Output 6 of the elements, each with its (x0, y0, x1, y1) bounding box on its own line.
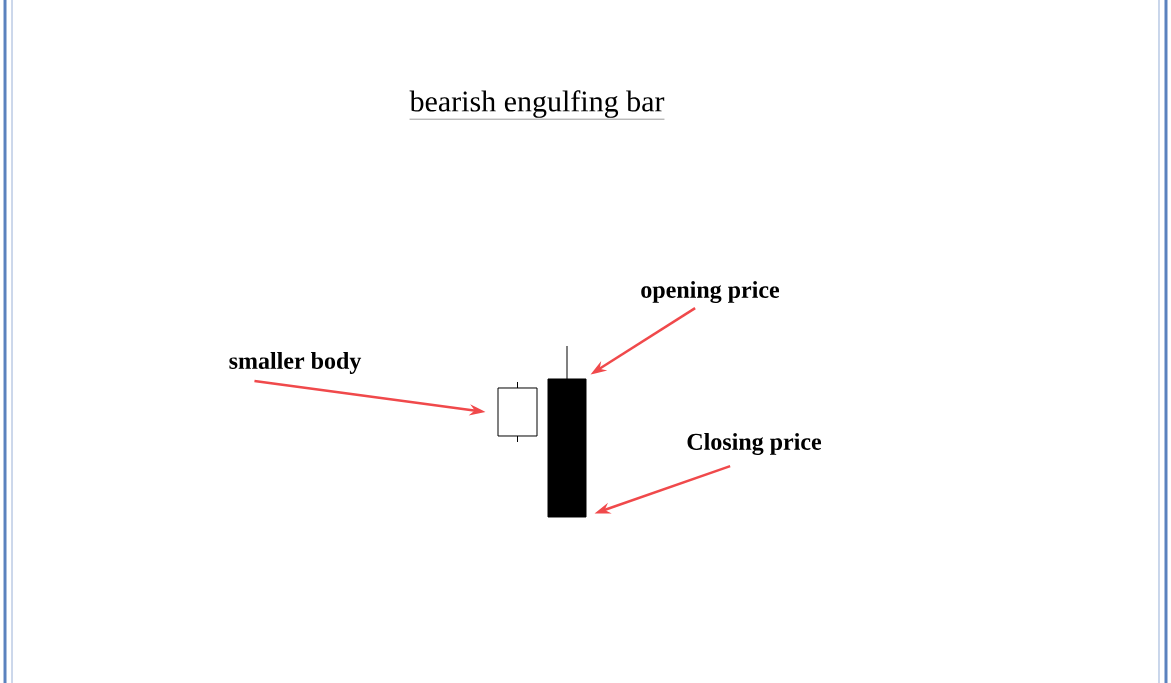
label-text: smaller body (229, 352, 362, 374)
label-text: opening price (641, 281, 780, 303)
title: bearish engulfing bar (409, 90, 665, 120)
candlestick (547, 345, 587, 518)
label-text: Closing price (687, 433, 822, 455)
candlestick (497, 381, 538, 443)
